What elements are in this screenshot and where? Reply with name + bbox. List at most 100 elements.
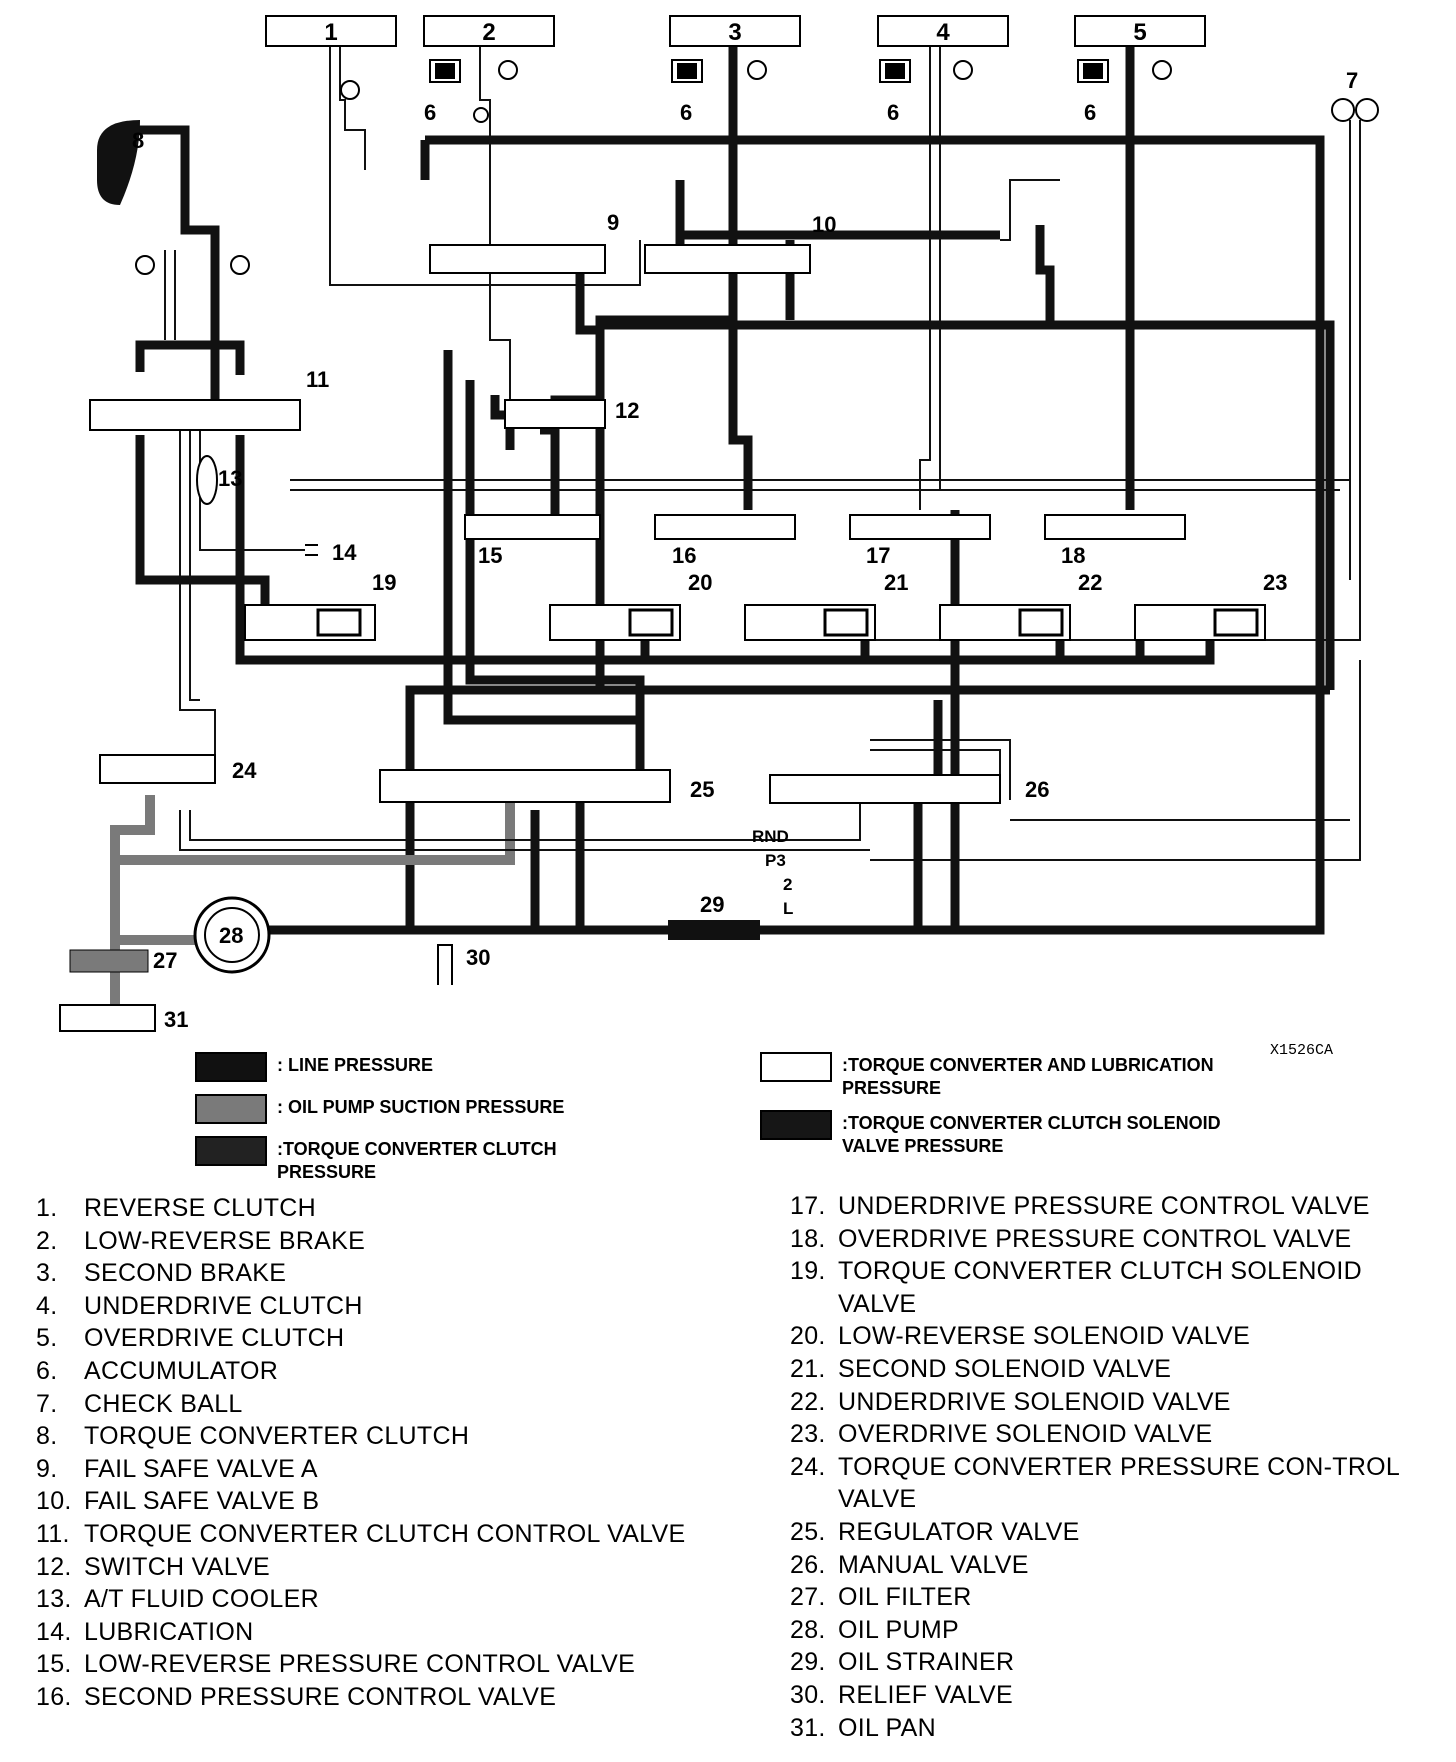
- parts-list-item: 3.SECOND BRAKE: [36, 1257, 696, 1290]
- svg-text:8: 8: [132, 128, 144, 153]
- parts-list-item: 25.REGULATOR VALVE: [790, 1516, 1430, 1549]
- oil-pan: [59, 1004, 156, 1032]
- parts-list-item: 2.LOW-REVERSE BRAKE: [36, 1225, 696, 1258]
- parts-list-item: 16.SECOND PRESSURE CONTROL VALVE: [36, 1681, 696, 1714]
- fail-safe-valve-b: [644, 244, 811, 274]
- parts-list-item: 11.TORQUE CONVERTER CLUTCH CONTROL VALVE: [36, 1518, 696, 1551]
- svg-text:RND: RND: [752, 827, 789, 846]
- solenoid-coils: [316, 608, 1259, 637]
- svg-text:17: 17: [866, 543, 890, 568]
- lubrication-outlet: [305, 544, 318, 556]
- torque-converter-clutch: [97, 120, 140, 205]
- svg-text:16: 16: [672, 543, 696, 568]
- part-number: 25.: [790, 1517, 826, 1546]
- parts-list-item: 21.SECOND SOLENOID VALVE: [790, 1353, 1430, 1386]
- part-name: LOW-REVERSE PRESSURE CONTROL VALVE: [84, 1650, 636, 1679]
- part-name: OVERDRIVE SOLENOID VALVE: [838, 1420, 1213, 1449]
- part-number: 12.: [36, 1552, 72, 1581]
- part-number: 22.: [790, 1387, 826, 1416]
- svg-text:2: 2: [783, 875, 792, 894]
- part-name: SECOND PRESSURE CONTROL VALVE: [84, 1682, 557, 1711]
- parts-list-item: 1.REVERSE CLUTCH: [36, 1192, 696, 1225]
- parts-list-item: 10. FAIL SAFE VALVE B: [36, 1485, 696, 1518]
- part-number: 20.: [790, 1322, 826, 1351]
- svg-text:15: 15: [478, 543, 502, 568]
- parts-list-item: 4.UNDERDRIVE CLUTCH: [36, 1290, 696, 1323]
- lr-pcv: [464, 514, 601, 540]
- part-name: ACCUMULATOR: [84, 1356, 279, 1385]
- pressure-check-points: [135, 60, 1172, 275]
- clutch-box-5: 5: [1074, 15, 1206, 47]
- svg-text:2: 2: [482, 19, 495, 46]
- relief-valve: [437, 944, 453, 985]
- parts-list-item: 24.TORQUE CONVERTER PRESSURE CON-TROL VA…: [790, 1451, 1430, 1516]
- svg-text:4: 4: [936, 19, 950, 46]
- svg-text:23: 23: [1263, 570, 1287, 595]
- svg-text:24: 24: [232, 758, 257, 783]
- part-name: OIL FILTER: [838, 1583, 972, 1612]
- part-name: FAIL SAFE VALVE A: [84, 1454, 318, 1483]
- oil-pump-suction-circuit: [110, 795, 515, 1010]
- accumulators: [429, 59, 1109, 83]
- svg-text:25: 25: [690, 777, 714, 802]
- part-name: RELIEF VALVE: [838, 1680, 1013, 1709]
- part-number: 19.: [790, 1257, 826, 1286]
- clutch-boxes: 1 2 3 4 5: [265, 15, 1206, 47]
- part-number: 28.: [790, 1615, 826, 1644]
- part-name: SECOND SOLENOID VALVE: [838, 1354, 1172, 1383]
- part-name: LOW-REVERSE BRAKE: [84, 1226, 366, 1255]
- valve-bodies: [89, 244, 1266, 804]
- part-name: OIL PAN: [838, 1713, 936, 1742]
- part-number: 10.: [36, 1487, 72, 1516]
- part-name: CHECK BALL: [84, 1389, 243, 1418]
- parts-list-item: 19. TORQUE CONVERTER CLUTCH SOLENOID VALV…: [790, 1255, 1430, 1320]
- svg-text:29: 29: [700, 892, 724, 917]
- parts-list-item: 6.ACCUMULATOR: [36, 1355, 696, 1388]
- svg-text:22: 22: [1078, 570, 1102, 595]
- part-name: OIL PUMP: [838, 1615, 959, 1644]
- parts-list-item: 22.UNDERDRIVE SOLENOID VALVE: [790, 1386, 1430, 1419]
- clutch-box-4: 4: [877, 15, 1009, 47]
- svg-text:3: 3: [728, 19, 741, 46]
- part-name: LOW-REVERSE SOLENOID VALVE: [838, 1322, 1251, 1351]
- svg-text:28: 28: [219, 923, 243, 948]
- part-name: TORQUE CONVERTER CLUTCH SOLENOID VALVE: [838, 1257, 1363, 1318]
- parts-list-item: 9. FAIL SAFE VALVE A: [36, 1453, 696, 1486]
- part-number: 9.: [36, 1454, 58, 1483]
- part-name: OVERDRIVE CLUTCH: [84, 1324, 345, 1353]
- parts-list-item: 5.OVERDRIVE CLUTCH: [36, 1322, 696, 1355]
- svg-text:6: 6: [680, 100, 692, 125]
- parts-list-item: 20. LOW-REVERSE SOLENOID VALVE: [790, 1320, 1430, 1353]
- part-number: 29.: [790, 1648, 826, 1677]
- svg-text:5: 5: [1133, 19, 1146, 46]
- svg-text:12: 12: [615, 398, 639, 423]
- parts-list-item: 15.LOW-REVERSE PRESSURE CONTROL VALVE: [36, 1648, 696, 1681]
- svg-text:21: 21: [884, 570, 908, 595]
- at-fluid-cooler: [196, 455, 218, 505]
- part-number: 14.: [36, 1617, 72, 1646]
- parts-list-item: 14.LUBRICATION: [36, 1616, 696, 1649]
- parts-list-item: 13.A/T FLUID COOLER: [36, 1583, 696, 1616]
- part-name: MANUAL VALVE: [838, 1550, 1029, 1579]
- oil-filter: [69, 949, 149, 973]
- svg-text:6: 6: [1084, 100, 1096, 125]
- oil-strainer: [668, 920, 760, 940]
- part-name: UNDERDRIVE PRESSURE CONTROL VALVE: [838, 1192, 1370, 1220]
- part-number: 13.: [36, 1585, 72, 1614]
- svg-text:11: 11: [306, 367, 329, 392]
- part-name: FAIL SAFE VALVE B: [84, 1487, 320, 1516]
- part-number: 1.: [36, 1194, 58, 1222]
- hydraulic-circuit-diagram: 1 2 3 4 5: [59, 15, 1379, 1059]
- svg-text:10: 10: [812, 212, 836, 237]
- svg-text:13: 13: [218, 466, 242, 491]
- part-number: 23.: [790, 1420, 826, 1449]
- parts-list-item: 31.OIL PAN: [790, 1712, 1430, 1745]
- svg-text:1: 1: [324, 19, 337, 46]
- part-number: 4.: [36, 1291, 58, 1320]
- part-name: SECOND BRAKE: [84, 1259, 287, 1288]
- svg-text:26: 26: [1025, 777, 1049, 802]
- part-number: 26.: [790, 1550, 826, 1579]
- tcc-control-valve: [89, 399, 301, 431]
- part-number: 17.: [790, 1192, 826, 1220]
